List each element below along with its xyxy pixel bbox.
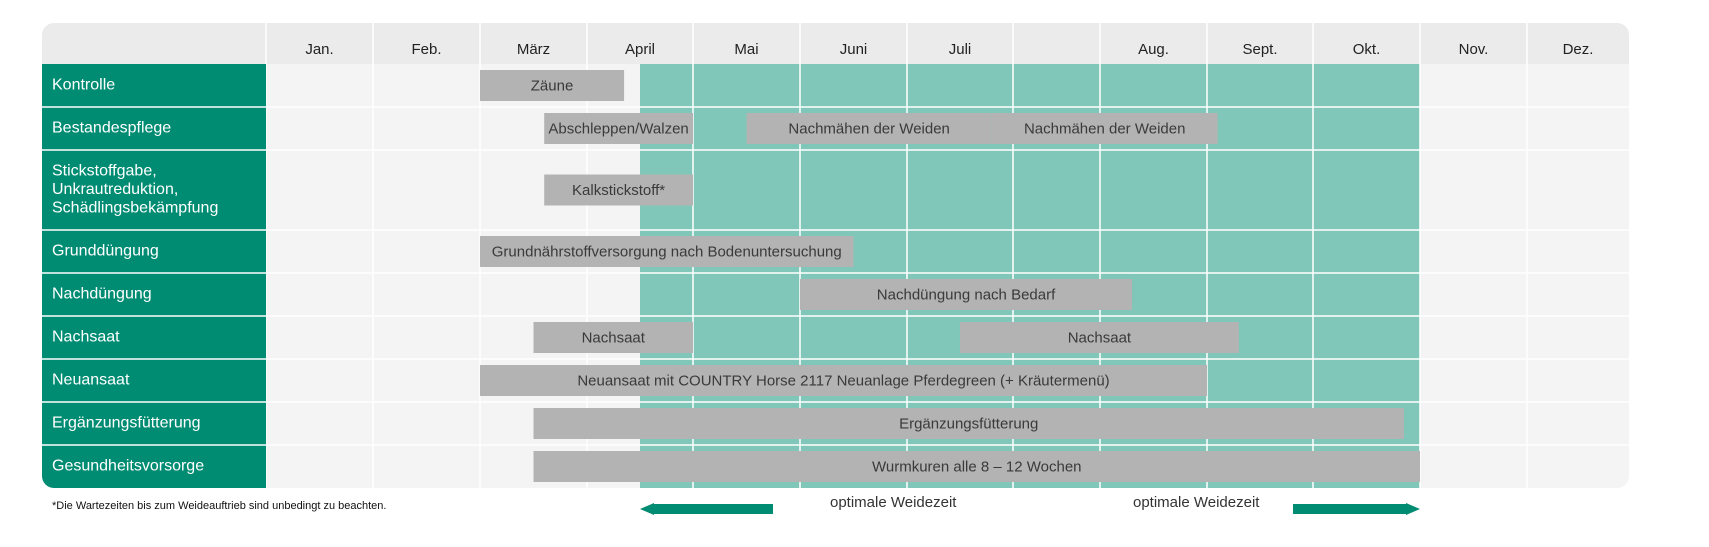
task-bar [480, 365, 1207, 396]
row-label-cell [42, 64, 266, 107]
task-bar [544, 174, 693, 206]
row-label: Bestandespflege [52, 120, 171, 137]
row-label: Grunddüngung [52, 243, 159, 260]
row-label-cell [42, 230, 266, 273]
row-label: Nachdüngung [52, 286, 152, 303]
legend-arrow-left [640, 503, 773, 515]
row-label-line: Ergänzungsfütterung [52, 415, 201, 432]
row-label-line: Grunddüngung [52, 243, 159, 260]
task-label: Abschleppen/Walzen [548, 120, 688, 137]
task-label: Grundnährstoffversorgung nach Bodenunter… [492, 243, 842, 260]
row-label-line: Nachsaat [52, 329, 120, 346]
month-label: Dez. [1563, 41, 1594, 58]
legend-arrow-right [1293, 503, 1420, 515]
task-bar [960, 322, 1239, 353]
month-label: April [625, 41, 655, 58]
row-label: Nachsaat [52, 329, 120, 346]
task-bar [991, 113, 1218, 144]
row-label-cell [42, 150, 266, 230]
legend [640, 503, 1420, 515]
month-label: Jan. [305, 41, 333, 58]
month-label: Juni [840, 41, 868, 58]
task-bar [544, 113, 693, 144]
task-bar [533, 408, 1404, 439]
row-label-line: Stickstoffgabe, [52, 163, 157, 180]
task-label: Nachsaat [582, 329, 646, 346]
task-label: Nachdüngung nach Bedarf [877, 286, 1056, 303]
task-label: Zäune [531, 77, 574, 94]
month-label: Sept. [1242, 41, 1277, 58]
row-label: Neuansaat [52, 372, 130, 389]
row-label-line: Kontrolle [52, 77, 115, 94]
legend-label-right: optimale Weidezeit [1133, 494, 1260, 511]
row-label: Stickstoffgabe,Unkrautreduktion, Schädlin… [52, 163, 218, 217]
row-label-cell [42, 445, 266, 488]
task-label: Kalkstickstoff* [572, 182, 665, 199]
task-label: Nachmähen der Weiden [1024, 120, 1185, 137]
month-label: Feb. [411, 41, 441, 58]
task-label: Wurmkuren alle 8 – 12 Wochen [872, 458, 1082, 475]
month-label: Juli [949, 41, 972, 58]
month-label: Nov. [1459, 41, 1489, 58]
task-label: Neuansaat mit COUNTRY Horse 2117 Neuanla… [577, 372, 1109, 389]
row-label-line: Unkrautreduktion, [52, 181, 178, 198]
legend-label-left: optimale Weidezeit [830, 494, 957, 511]
header-background [42, 23, 1629, 64]
row-label-cell [42, 107, 266, 150]
task-bar [746, 113, 992, 144]
row-labels: KontrolleBestandespflegeStickstoffgabe,U… [42, 64, 266, 488]
task-bar [480, 236, 854, 267]
footnote: *Die Wartezeiten bis zum Weideauftrieb s… [52, 500, 387, 512]
row-label-line: Neuansaat [52, 372, 130, 389]
row-label: Kontrolle [52, 77, 115, 94]
task-bar [480, 70, 625, 101]
row-label-cell [42, 359, 266, 402]
row-label-line: Nachdüngung [52, 286, 152, 303]
task-bar [533, 451, 1420, 482]
row-label: Ergänzungsfütterung [52, 415, 201, 432]
task-label: Nachsaat [1068, 329, 1132, 346]
month-label: Aug. [1138, 41, 1169, 58]
row-label-line: Gesundheitsvorsorge [52, 458, 204, 475]
row-label-line: Bestandespflege [52, 120, 171, 137]
task-label: Nachmähen der Weiden [788, 120, 949, 137]
month-header: Jan. Feb. März April Mai Juni Juli Aug. Sept. Okt… [305, 41, 1593, 58]
month-label: Mai [734, 41, 758, 58]
task-bar [533, 322, 693, 353]
month-label: Okt. [1353, 41, 1381, 58]
row-label-cell [42, 402, 266, 445]
row-label-line: Schädlingsbekämpfung [52, 200, 218, 217]
task-bar [800, 279, 1133, 310]
row-label-cell [42, 273, 266, 316]
month-label: März [517, 41, 550, 58]
row-label: Gesundheitsvorsorge [52, 458, 204, 475]
task-label: Ergänzungsfütterung [899, 415, 1038, 432]
row-label-cell [42, 316, 266, 359]
